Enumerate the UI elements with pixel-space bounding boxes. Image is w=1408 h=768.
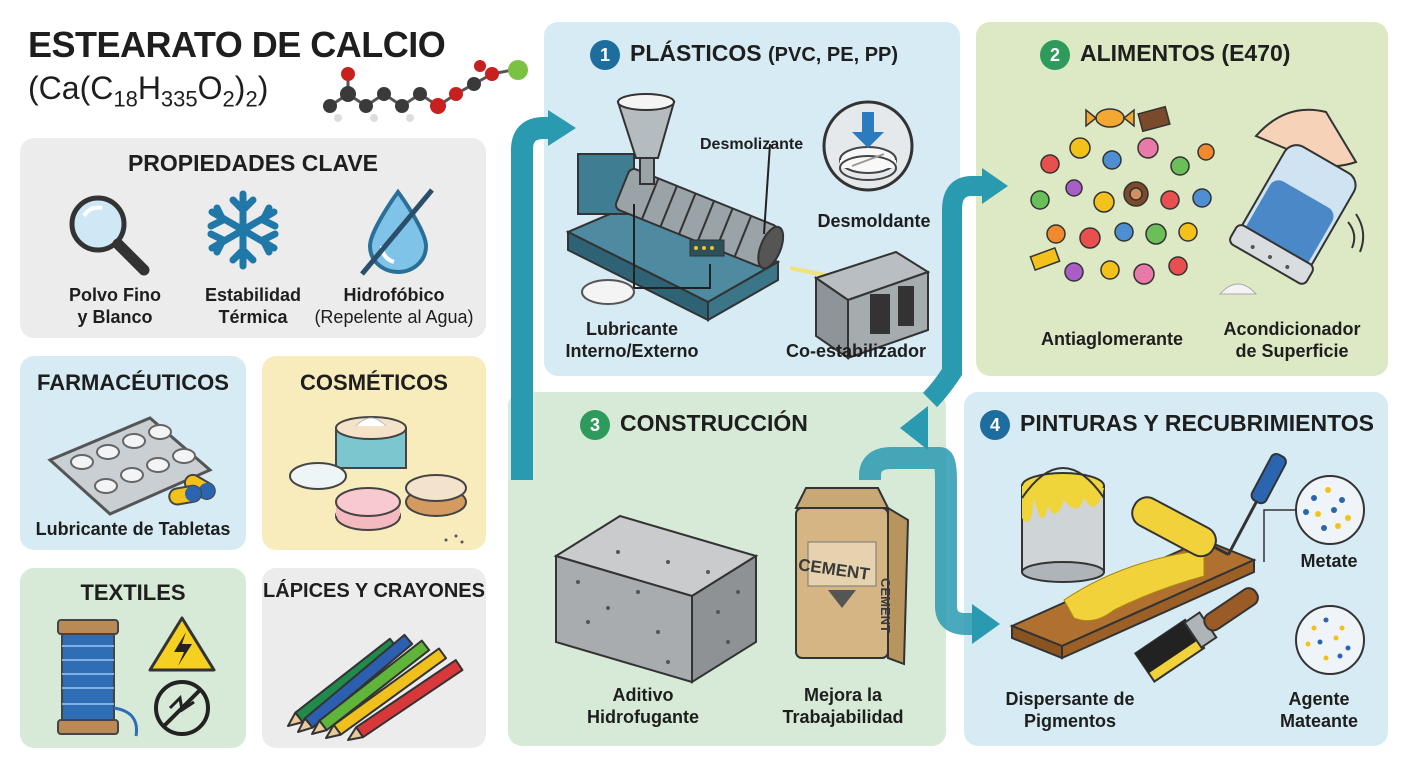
concrete-block-icon <box>553 514 759 684</box>
paint-board-roller-icon <box>1009 453 1287 660</box>
colored-pencils-icon <box>287 633 464 741</box>
desmolizante-label: Desmolizante <box>700 136 804 153</box>
antiaglomerante-label: Antiaglomerante <box>1040 329 1184 349</box>
salt-shaker-hand-icon <box>1218 108 1365 295</box>
pencils-panel: LÁPICES Y CRAYONES <box>262 568 486 748</box>
plastics-number-badge: 1 <box>590 40 620 70</box>
callout-lines <box>633 143 771 289</box>
high-voltage-warning-icon <box>148 616 216 672</box>
matting-particles-icon <box>1295 605 1365 675</box>
thread-spool-icon <box>57 619 139 737</box>
properties-title: PROPIEDADES CLAVE <box>127 150 379 176</box>
pharma-label: Lubricante de Tabletas <box>35 519 231 539</box>
cosmetics-jars-icon <box>289 416 467 544</box>
molecule-icon <box>323 60 528 122</box>
pharma-panel: FARMACÉUTICOS Lubricante de Tabletas <box>20 356 246 550</box>
cosmetics-title: COSMÉTICOS <box>300 370 448 395</box>
no-static-icon <box>154 680 210 736</box>
construction-number-badge: 3 <box>580 410 610 440</box>
textiles-title: TEXTILES <box>80 580 186 605</box>
coestabilizador-label: Co-estabilizador <box>785 341 927 361</box>
extruder-machine-icon <box>565 93 831 322</box>
paints-number-badge: 4 <box>980 410 1010 440</box>
property-hydrophobic: Hidrofóbico(Repelente al Agua) <box>314 285 474 327</box>
paint-brush-icon <box>1133 587 1259 683</box>
snowflake-icon <box>207 190 279 270</box>
cement-bag-side-text: CEMENT <box>877 578 893 633</box>
textiles-panel: TEXTILES <box>20 568 246 748</box>
cosmetics-panel: COSMÉTICOS <box>262 356 486 550</box>
water-drop-crossed-icon <box>360 188 434 276</box>
desmoldante-label: Desmoldante <box>817 211 931 231</box>
pill-blister-icon <box>47 416 216 516</box>
paint-can-icon <box>1021 467 1105 583</box>
candies-icon <box>1029 105 1215 285</box>
foods-number-badge: 2 <box>1040 40 1070 70</box>
metate-label: Metate <box>1300 551 1358 571</box>
tablet-press-icon <box>822 100 914 192</box>
metate-particles-icon <box>1263 475 1365 562</box>
header-title: ESTEARATO DE CALCIO <box>28 24 446 65</box>
pencils-title: LÁPICES Y CRAYONES <box>263 580 485 602</box>
chemical-formula: (Ca(C18H335O2)2) <box>28 70 269 112</box>
pellet-icon <box>581 279 635 305</box>
magnifier-icon <box>69 195 150 276</box>
pharma-title: FARMACÉUTICOS <box>37 370 229 395</box>
